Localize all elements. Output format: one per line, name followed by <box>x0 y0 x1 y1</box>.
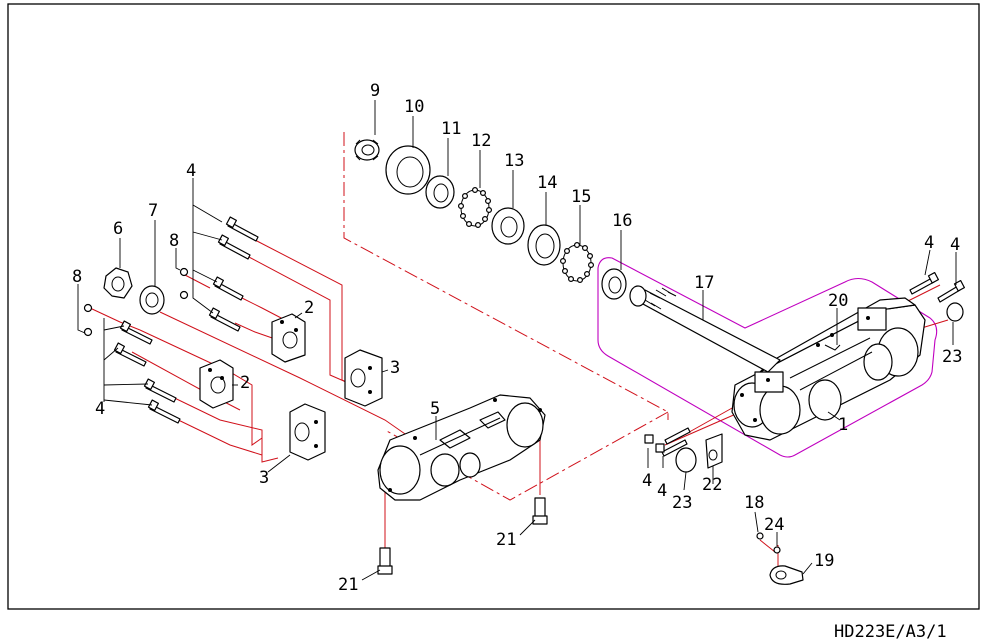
label-24: 24 <box>764 515 784 535</box>
part-14-bearing-cone <box>527 224 561 266</box>
part-2-lower-clamp-right <box>271 313 306 363</box>
label-4-top-right-b: 4 <box>950 235 960 255</box>
label-5: 5 <box>430 399 440 419</box>
label-22: 22 <box>702 475 722 495</box>
label-23-right: 23 <box>942 347 962 367</box>
label-3-right: 3 <box>390 358 400 378</box>
label-6: 6 <box>113 219 123 239</box>
leader-lines <box>77 100 957 581</box>
label-4-upper-left: 4 <box>186 161 196 181</box>
part-19-clip <box>769 565 804 585</box>
part-9-lock-nut <box>354 139 380 161</box>
label-19: 19 <box>814 551 834 571</box>
stem-center-line <box>343 132 669 420</box>
label-15: 15 <box>571 187 591 207</box>
part-21-bolts <box>377 497 548 575</box>
label-9: 9 <box>370 81 380 101</box>
part-5-upper-bracket <box>377 394 546 501</box>
label-17: 17 <box>694 273 714 293</box>
label-16: 16 <box>612 211 632 231</box>
drawing-frame <box>7 3 980 610</box>
sub-assembly-outline <box>597 257 938 458</box>
part-3-upper-clamp-right <box>344 349 383 407</box>
label-21-upper: 21 <box>496 530 516 550</box>
label-2-right: 2 <box>304 298 314 318</box>
part-16-dust-seal <box>601 268 627 300</box>
part-15-ball-ring <box>559 242 594 284</box>
label-8-upper: 8 <box>169 231 179 251</box>
label-3-left: 3 <box>259 468 269 488</box>
part-23-cap <box>675 302 964 473</box>
part-18-screw <box>756 532 764 540</box>
part-22-bracket <box>705 433 723 469</box>
part-17-steering-stem <box>629 285 781 373</box>
label-21-lower: 21 <box>338 575 358 595</box>
part-20-stem-pin <box>824 344 841 351</box>
part-6-nut <box>103 267 133 299</box>
part-12-ball-ring <box>458 187 493 229</box>
label-12: 12 <box>471 131 491 151</box>
label-4-lower-left: 4 <box>95 399 105 419</box>
part-7-washer <box>139 285 165 315</box>
part-number-labels: 9 10 11 12 13 14 15 16 17 20 1 6 7 8 8 4… <box>72 81 962 595</box>
label-2-left: 2 <box>240 373 250 393</box>
part-2-lower-clamp-left <box>199 359 234 409</box>
label-20: 20 <box>828 291 848 311</box>
label-10: 10 <box>404 97 424 117</box>
part-4-bolts <box>113 216 966 457</box>
label-7: 7 <box>148 201 158 221</box>
part-13-bearing-race <box>491 207 525 245</box>
bearing-stack <box>354 139 627 300</box>
part-1-lower-bracket <box>731 297 926 441</box>
part-8-nuts <box>83 267 189 337</box>
label-13: 13 <box>504 151 524 171</box>
part-24-washer <box>773 546 781 554</box>
label-11: 11 <box>441 119 461 139</box>
label-4-bottom-b: 4 <box>657 481 667 501</box>
label-8-lower: 8 <box>72 267 82 287</box>
label-18: 18 <box>744 493 764 513</box>
drawing-code: HD223E/A3/1 <box>834 622 947 642</box>
label-4-top-right-a: 4 <box>924 233 934 253</box>
label-1: 1 <box>838 415 848 435</box>
part-11-bearing-cone <box>425 175 455 209</box>
label-14: 14 <box>537 173 557 193</box>
part-10-bearing-race <box>385 145 431 195</box>
part-3-upper-clamp-left <box>289 403 326 461</box>
label-4-bottom-a: 4 <box>642 471 652 491</box>
label-23-bottom: 23 <box>672 493 692 513</box>
